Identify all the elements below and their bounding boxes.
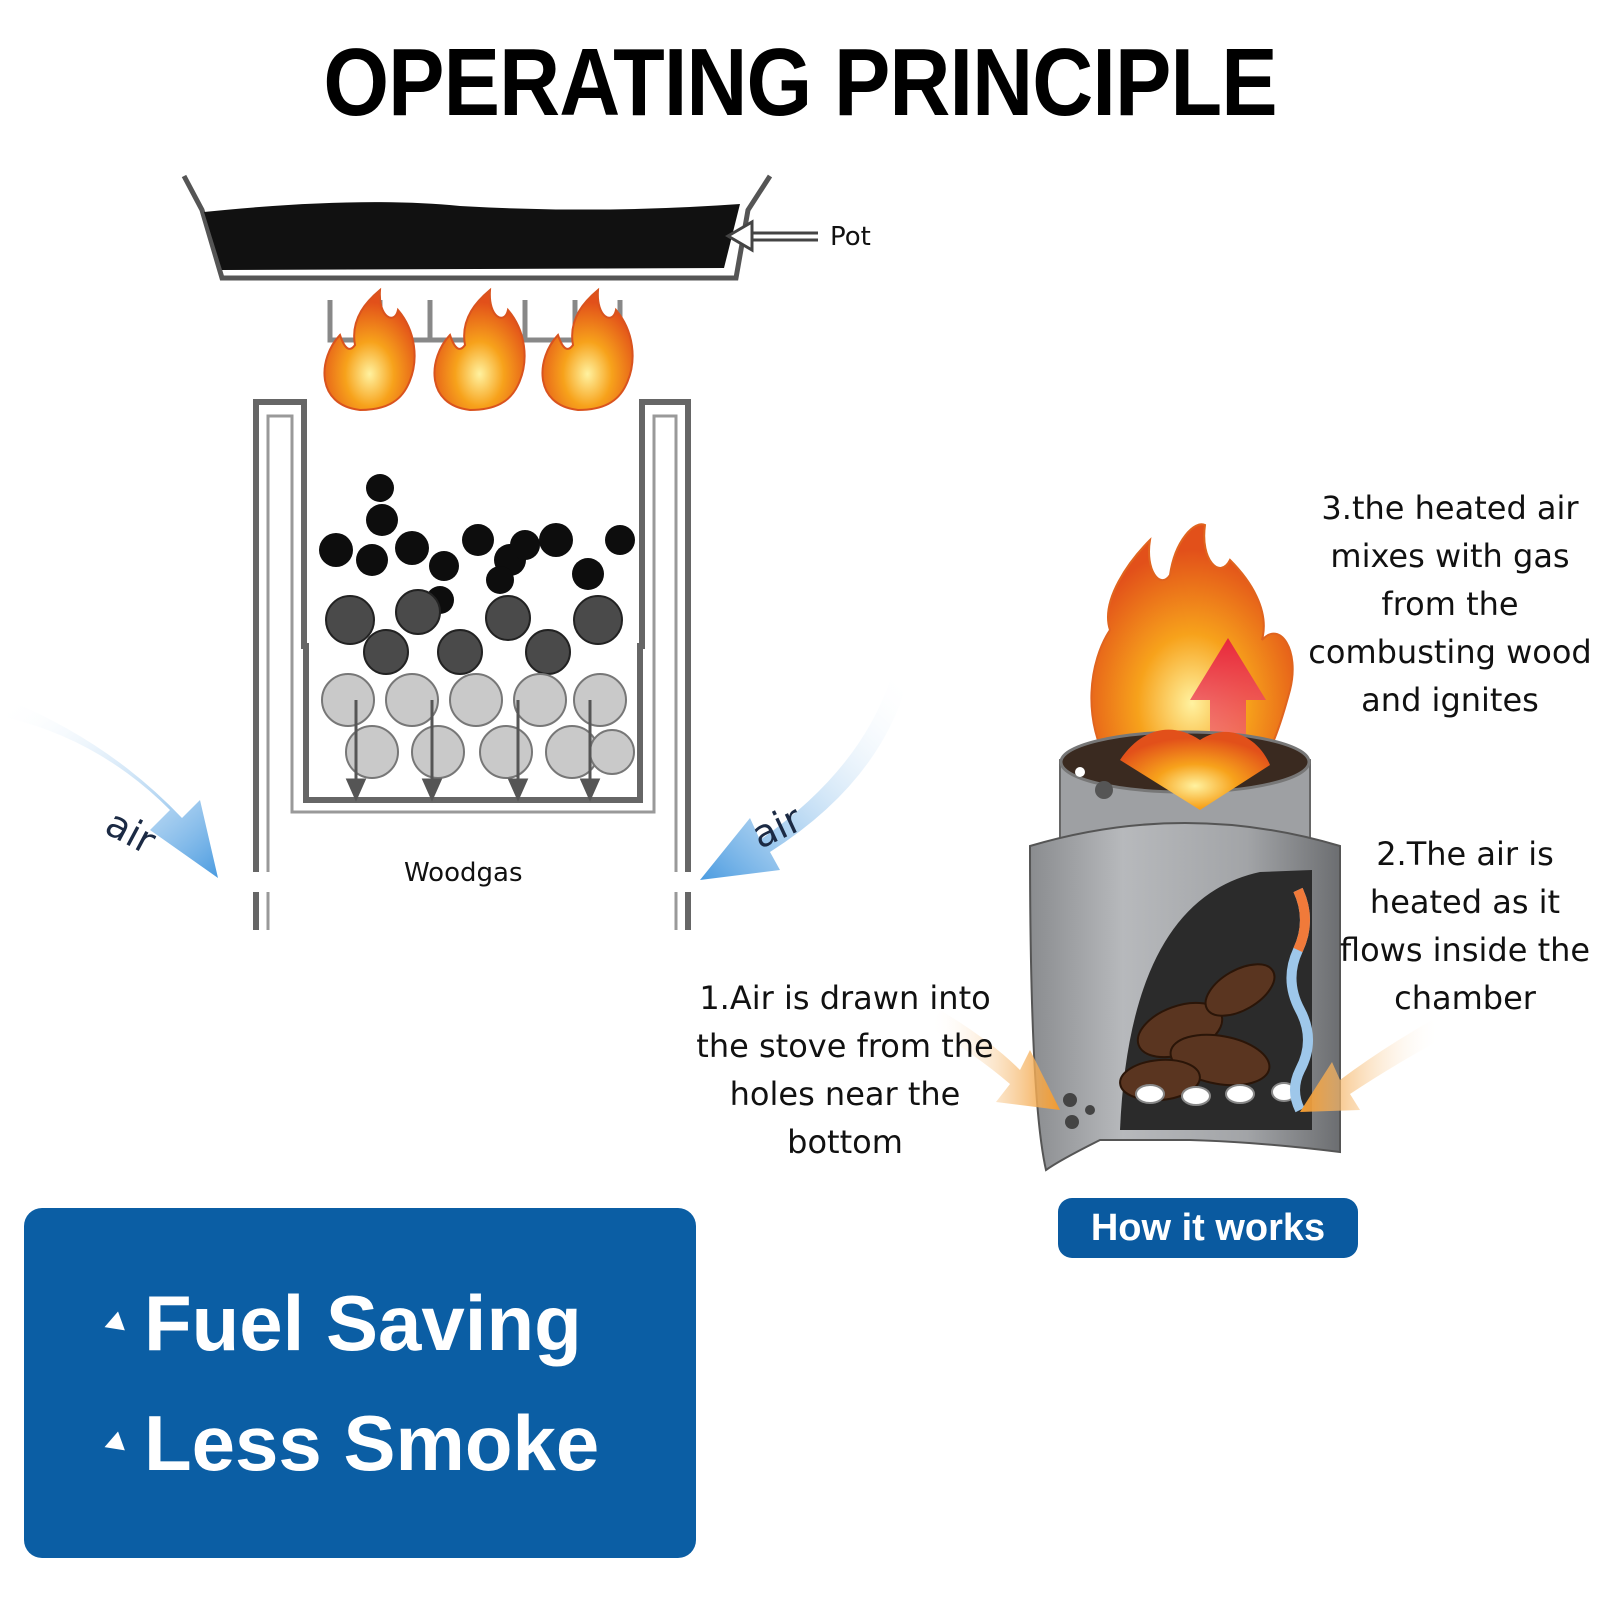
stove-body xyxy=(1028,822,1341,1172)
flame-icon xyxy=(433,287,526,412)
pot xyxy=(181,174,773,281)
pot-label: Pot xyxy=(830,222,871,252)
flame-icon xyxy=(541,287,634,412)
fuel-pellets xyxy=(319,474,635,614)
air-in-arrow-right xyxy=(1300,1020,1440,1112)
bullet-icon xyxy=(101,1311,125,1336)
step-3-text: 3.the heated air mixes with gas from the… xyxy=(1308,489,1592,719)
benefit-item: Less Smoke xyxy=(101,1398,600,1489)
air-flow-arrows xyxy=(345,700,601,802)
bullet-icon xyxy=(101,1431,125,1456)
air-inlet-right xyxy=(670,872,696,892)
benefit-label: Less Smoke xyxy=(144,1399,600,1487)
how-it-works-badge: How it works xyxy=(1058,1198,1358,1258)
air-arrow-right xyxy=(700,680,908,880)
air-arrow-left xyxy=(8,700,218,878)
air-in-arrow-left xyxy=(930,1010,1060,1110)
stove-walls xyxy=(253,399,691,930)
air-inlet-left xyxy=(249,872,275,892)
step-1-text: 1.Air is drawn into the stove from the h… xyxy=(696,979,994,1161)
page-title: OPERATING PRINCIPLE xyxy=(323,29,1277,136)
step-2-text: 2.The air is heated as it flows inside t… xyxy=(1339,835,1591,1017)
benefits-panel: Fuel Saving Less Smoke xyxy=(24,1208,696,1558)
pot-pointer-arrow xyxy=(725,219,818,253)
benefit-label: Fuel Saving xyxy=(144,1279,582,1367)
woodgas-label: Woodgas xyxy=(404,858,523,888)
flame-icon xyxy=(323,287,416,412)
heated-air-arrow xyxy=(1190,638,1266,790)
benefit-item: Fuel Saving xyxy=(101,1278,582,1369)
